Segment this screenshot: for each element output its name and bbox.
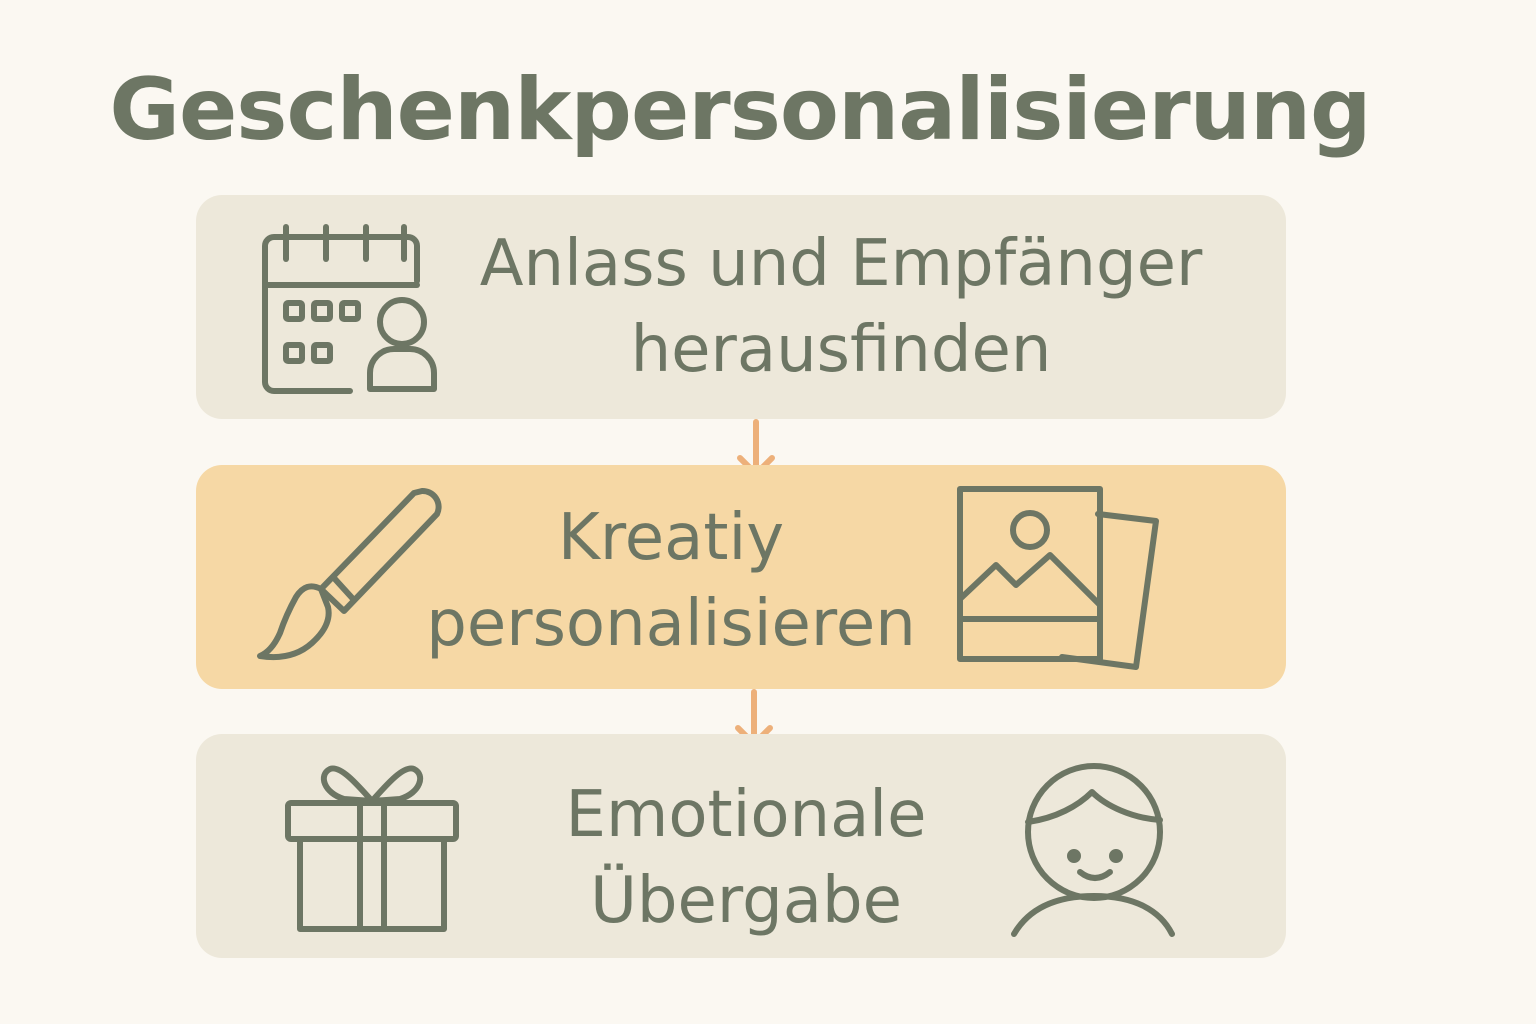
step-3-box: Emotionale Übergabe <box>196 734 1286 958</box>
diagram-title: Geschenkpersonalisierung <box>109 60 1371 160</box>
step-3-line-1: Emotionale <box>565 778 927 852</box>
step-2-line-1: Kreatiy <box>557 501 785 575</box>
person-icon <box>367 297 437 392</box>
smiling-face-icon <box>1011 763 1175 937</box>
paintbrush-icon <box>257 488 442 661</box>
step-2-box: Kreatiy personalisieren <box>196 465 1286 689</box>
step-1-line-1: Anlass und Empfänger <box>479 227 1203 301</box>
step-1-label: Anlass und Empfänger herausfinden <box>441 221 1241 393</box>
step-2-label: Kreatiy personalisieren <box>371 495 971 667</box>
calendar-icon <box>262 224 420 394</box>
step-1-box: Anlass und Empfänger herausfinden <box>196 195 1286 419</box>
step-2-line-2: personalisieren <box>426 587 916 661</box>
step-1-line-2: herausfinden <box>630 313 1052 387</box>
gift-icon <box>285 765 459 932</box>
step-3-label: Emotionale Übergabe <box>446 772 1046 944</box>
photos-icon <box>957 486 1159 670</box>
step-3-line-2: Übergabe <box>590 864 902 938</box>
